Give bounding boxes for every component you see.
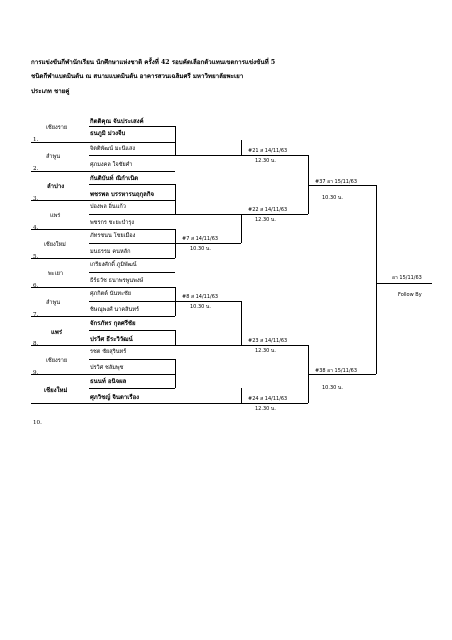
draw-line	[89, 388, 175, 389]
bracket-line	[175, 403, 308, 404]
match-24-time: 12.30 น.	[255, 406, 276, 412]
seed-number: 3.	[33, 196, 39, 202]
match-23-code: #23 ส 14/11/63	[248, 338, 288, 344]
bracket-line	[241, 388, 242, 403]
draw-line	[31, 229, 175, 230]
draw-line	[31, 142, 175, 143]
seed-number: 1.	[33, 137, 39, 143]
player-8a: จักรภัทร กุลศรีชัย	[90, 320, 136, 327]
match-24-code: #24 ส 14/11/63	[248, 396, 288, 402]
match-7-time: 10.30 น.	[190, 246, 211, 252]
bracket-line	[376, 283, 432, 284]
draw-line	[89, 214, 175, 215]
match-37-code: #37 อา 15/11/63	[315, 179, 357, 185]
seed-number: 9.	[33, 370, 39, 376]
match-38-code: #38 อา 15/11/63	[315, 368, 357, 374]
seed-number: 4.	[33, 225, 39, 231]
seed-number: 8.	[33, 341, 39, 347]
match-21-time: 12.30 น.	[255, 158, 276, 164]
seed-number: 10.	[33, 420, 42, 426]
bracket-line	[175, 330, 176, 345]
player-4b: พชรกร ชะยะบำรุง	[90, 220, 135, 226]
bracket-line	[175, 126, 176, 155]
match-8-time: 10.30 น.	[190, 304, 211, 310]
match-22-code: #22 ส 14/11/63	[248, 207, 288, 213]
draw-line	[31, 374, 175, 375]
player-9a: รชต ชัยสุรินทร์	[90, 349, 127, 355]
match-7-code: #7 ส 14/11/63	[182, 236, 219, 242]
player-6a: เกรียงศักดิ์ ภูมิพัฒน์	[90, 262, 137, 268]
team-8: แพร่	[51, 329, 63, 336]
player-10b: ศุภวิชญ์ จินดาเรือง	[90, 394, 140, 401]
match-21-code: #21 ส 14/11/63	[248, 148, 288, 154]
team-4: แพร่	[50, 213, 61, 219]
player-1a: กิตติคุณ จันประเสงค์	[90, 118, 144, 125]
bracket-line	[175, 301, 241, 302]
player-2a: จิตติพัฒน์ มะนีแสง	[90, 146, 136, 152]
player-5b: มนธรรม คนหลัก	[90, 249, 131, 255]
player-7a: ศุภกิตต์ นันทะชัย	[90, 291, 132, 297]
bracket-line	[241, 140, 242, 155]
match-37-time: 10.30 น.	[322, 195, 343, 201]
bracket-line	[175, 243, 241, 244]
final-time: Follow By	[398, 292, 422, 298]
match-38-time: 10.30 น.	[322, 385, 343, 391]
bracket-line	[308, 374, 376, 375]
seed-number: 6.	[33, 283, 39, 289]
team-10: เชียงใหม่	[44, 387, 68, 394]
draw-line	[89, 272, 175, 273]
match-8-code: #8 ส 14/11/63	[182, 294, 219, 300]
draw-line	[31, 403, 175, 404]
bracket-line	[376, 185, 377, 374]
match-22-time: 12.30 น.	[255, 217, 276, 223]
player-1b: ธนภูมิ ม่วงจีบ	[90, 130, 126, 137]
final-code: อา 15/11/63	[392, 275, 422, 281]
team-6: พะเยา	[48, 271, 64, 277]
bracket-line	[175, 345, 308, 346]
draw-line	[31, 316, 175, 317]
draw-line	[31, 287, 175, 288]
draw-line	[89, 126, 175, 127]
draw-line	[31, 258, 175, 259]
bracket-line	[241, 301, 242, 345]
player-3a: กันติบันท์ ณิกำเนิด	[90, 175, 139, 182]
draw-line	[89, 243, 175, 244]
seed-number: 5.	[33, 254, 39, 260]
seed-number: 2.	[33, 166, 39, 172]
bracket-line	[175, 359, 176, 388]
player-6b: ธีร์ธวัช ธนาพรพูนพงษ์	[90, 278, 144, 284]
team-7: ลำพูน	[46, 300, 61, 306]
draw-line	[31, 200, 175, 201]
draw-line	[89, 184, 175, 185]
bracket-line	[308, 185, 376, 186]
player-2b: ศุภมงคล ใจชัยคำ	[90, 162, 133, 168]
player-4a: ปองพล อิ่นแก้ว	[90, 204, 126, 210]
bracket-line	[175, 155, 308, 156]
draw-line	[31, 345, 175, 346]
bracket-line	[175, 184, 176, 214]
player-8b: ปรวีศ ธีระวิวัฒน์	[90, 336, 133, 343]
player-10a: ธนนท์ อนิจผล	[90, 378, 127, 385]
player-5a: ภัทรชนน โชยเมือง	[90, 233, 136, 239]
player-7b: ชิษณุพงศ์ นาคสินทร์	[90, 307, 140, 313]
event-title: การแข่งขันกีฬานักเรียน นักศึกษาแห่งชาติ …	[31, 59, 276, 66]
draw-line	[89, 359, 175, 360]
player-9b: ปรวิศ ชลัมพุช	[90, 365, 124, 371]
venue-line: ชนิดกีฬาแบดมินตัน ณ สนามแบดมินตัน อาคารส…	[31, 73, 244, 80]
team-2: ลำพูน	[46, 154, 61, 160]
category-line: ประเภท ชายคู่	[31, 88, 70, 95]
seed-number: 7.	[33, 312, 39, 318]
draw-line	[89, 155, 175, 156]
bracket-line	[241, 214, 242, 243]
draw-line	[31, 171, 175, 172]
team-3: ลำปาง	[47, 183, 65, 190]
team-5: เชียงใหม่	[44, 242, 66, 248]
player-3b: พชรพล บรรหารนฤกุลกิจ	[90, 191, 154, 198]
match-23-time: 12.30 น.	[255, 348, 276, 354]
bracket-line	[308, 155, 309, 214]
draw-line	[89, 330, 175, 331]
draw-line	[89, 301, 175, 302]
team-9: เชียงราย	[46, 358, 68, 364]
team-1: เชียงราย	[46, 125, 68, 131]
